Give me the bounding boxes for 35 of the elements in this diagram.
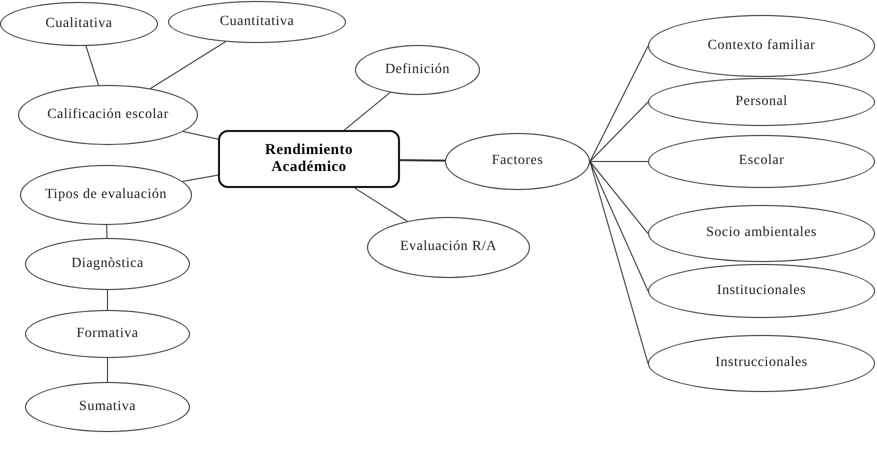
node-label: Diagnòstica: [70, 256, 145, 272]
node-label: Cualitativa: [44, 16, 114, 32]
node-label: Evaluación R/A: [399, 239, 498, 256]
connector-line: [590, 161, 648, 162]
connector-line: [590, 161, 648, 234]
connector-line: [590, 102, 648, 162]
connector-line: [85, 45, 99, 86]
node-label: Escolar: [738, 153, 786, 170]
node-label: Sumativa: [78, 398, 137, 416]
node-label: Calificación escolar: [46, 106, 170, 124]
node-label: Formativa: [75, 326, 140, 342]
node-label: Contexto familiar: [706, 38, 816, 54]
connector-line: [590, 46, 648, 162]
oval-node: [0, 2, 158, 46]
connector-line: [150, 41, 226, 90]
node-label: Definición: [384, 62, 451, 78]
node-label: Institucionales: [716, 282, 808, 300]
connector-line: [106, 224, 108, 238]
node-label: Cuantitativa: [218, 14, 296, 30]
connector-line: [590, 161, 648, 292]
node-label: Tipos de evaluación: [44, 186, 168, 204]
node-label: Instruccionales: [714, 355, 809, 372]
connector-line: [107, 358, 108, 382]
connector-line: [107, 290, 108, 310]
connector-line: [344, 92, 391, 130]
node-label: Socio ambientales: [705, 225, 818, 242]
connector-line: [400, 159, 446, 162]
node-label: Personal: [734, 94, 789, 110]
rounded-box: [218, 130, 400, 188]
connector-line: [182, 130, 218, 140]
node-label: Rendimiento Académico: [264, 142, 354, 176]
connector-line: [182, 174, 218, 182]
connector-line: [590, 161, 648, 364]
connector-line: [354, 188, 408, 222]
node-label: Factores: [490, 153, 544, 170]
